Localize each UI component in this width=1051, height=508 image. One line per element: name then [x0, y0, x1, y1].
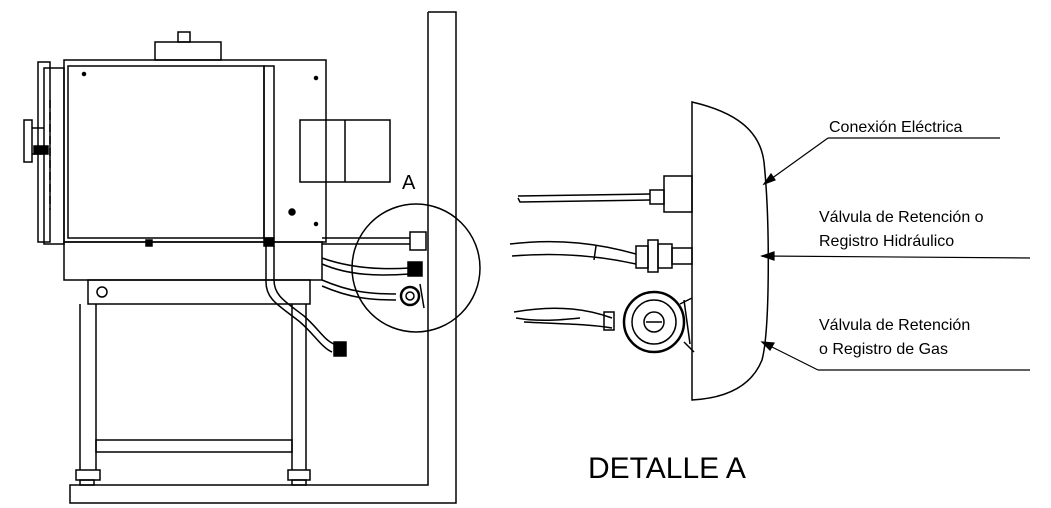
wall-and-floor: [69, 11, 457, 504]
detail-wall: [691, 101, 770, 401]
oven-unit: [23, 31, 327, 486]
marker-a-label: A: [402, 172, 416, 194]
leader-lines: [760, 137, 1031, 371]
gas-valve-label-line2: o Registro de Gas: [819, 341, 948, 358]
detail-circle: [351, 203, 481, 333]
oven-connections: [321, 231, 427, 309]
gas-valve-label-line1: Válvula de Retención: [819, 317, 970, 334]
electrical-connection-label: Conexión Eléctrica: [829, 119, 963, 136]
wall-cabinet: [299, 119, 391, 183]
drain-hose: [265, 246, 347, 357]
detail-title: DETALLE A: [588, 452, 746, 485]
detail-water-valve: [509, 239, 693, 273]
water-valve-label-line2: Registro Hidráulico: [819, 233, 954, 250]
detail-gas-valve: [513, 290, 695, 354]
detail-electrical-cable: [517, 175, 693, 213]
water-valve-label-line1: Válvula de Retención o: [819, 209, 984, 226]
